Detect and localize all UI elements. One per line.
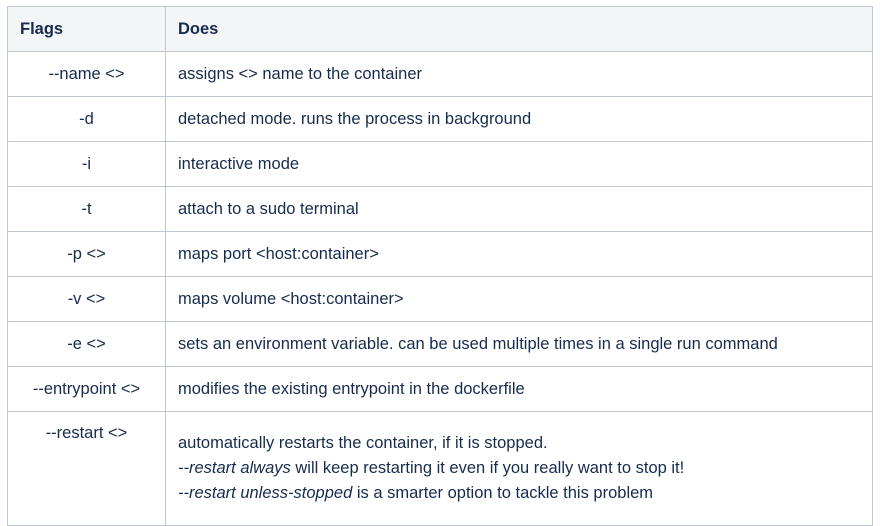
restart-always-text: will keep restarting it even if you real…: [290, 459, 685, 477]
description-cell: modifies the existing entrypoint in the …: [165, 366, 873, 412]
table-row: -t attach to a sudo terminal: [7, 186, 873, 232]
flag-cell: -e <>: [7, 321, 166, 367]
flag-cell: --entrypoint <>: [7, 366, 166, 412]
table-row: --entrypoint <> modifies the existing en…: [7, 366, 873, 412]
table-row: -d detached mode. runs the process in ba…: [7, 96, 873, 142]
header-does: Does: [165, 6, 873, 52]
table-row: --name <> assigns <> name to the contain…: [7, 51, 873, 97]
description-cell: interactive mode: [165, 141, 873, 187]
docker-flags-table-wrapper: Flags Does --name <> assigns <> name to …: [7, 6, 873, 526]
table-row: -e <> sets an environment variable. can …: [7, 321, 873, 367]
description-cell: attach to a sudo terminal: [165, 186, 873, 232]
flag-cell: -i: [7, 141, 166, 187]
table-row: -v <> maps volume <host:container>: [7, 276, 873, 322]
description-cell: maps volume <host:container>: [165, 276, 873, 322]
restart-line-2: --restart always will keep restarting it…: [178, 456, 860, 481]
flag-cell: -d: [7, 96, 166, 142]
description-cell: detached mode. runs the process in backg…: [165, 96, 873, 142]
table-row: -i interactive mode: [7, 141, 873, 187]
docker-flags-table: Flags Does --name <> assigns <> name to …: [7, 6, 873, 526]
description-cell: sets an environment variable. can be use…: [165, 321, 873, 367]
restart-line-3: --restart unless-stopped is a smarter op…: [178, 481, 860, 506]
flag-cell: --name <>: [7, 51, 166, 97]
flag-cell: -p <>: [7, 231, 166, 277]
description-cell-multiline: automatically restarts the container, if…: [165, 411, 873, 526]
header-flags: Flags: [7, 6, 166, 52]
restart-always-code: --restart always: [178, 459, 291, 477]
table-row-restart: --restart <> automatically restarts the …: [7, 411, 873, 526]
restart-line-1: automatically restarts the container, if…: [178, 434, 548, 452]
flag-cell: -v <>: [7, 276, 166, 322]
restart-unless-stopped-code: --restart unless-stopped: [178, 484, 353, 502]
description-cell: maps port <host:container>: [165, 231, 873, 277]
table-row: -p <> maps port <host:container>: [7, 231, 873, 277]
table-header-row: Flags Does: [7, 6, 873, 52]
restart-unless-stopped-text: is a smarter option to tackle this probl…: [352, 484, 654, 502]
flag-cell: -t: [7, 186, 166, 232]
description-cell: assigns <> name to the container: [165, 51, 873, 97]
flag-cell: --restart <>: [7, 411, 166, 526]
